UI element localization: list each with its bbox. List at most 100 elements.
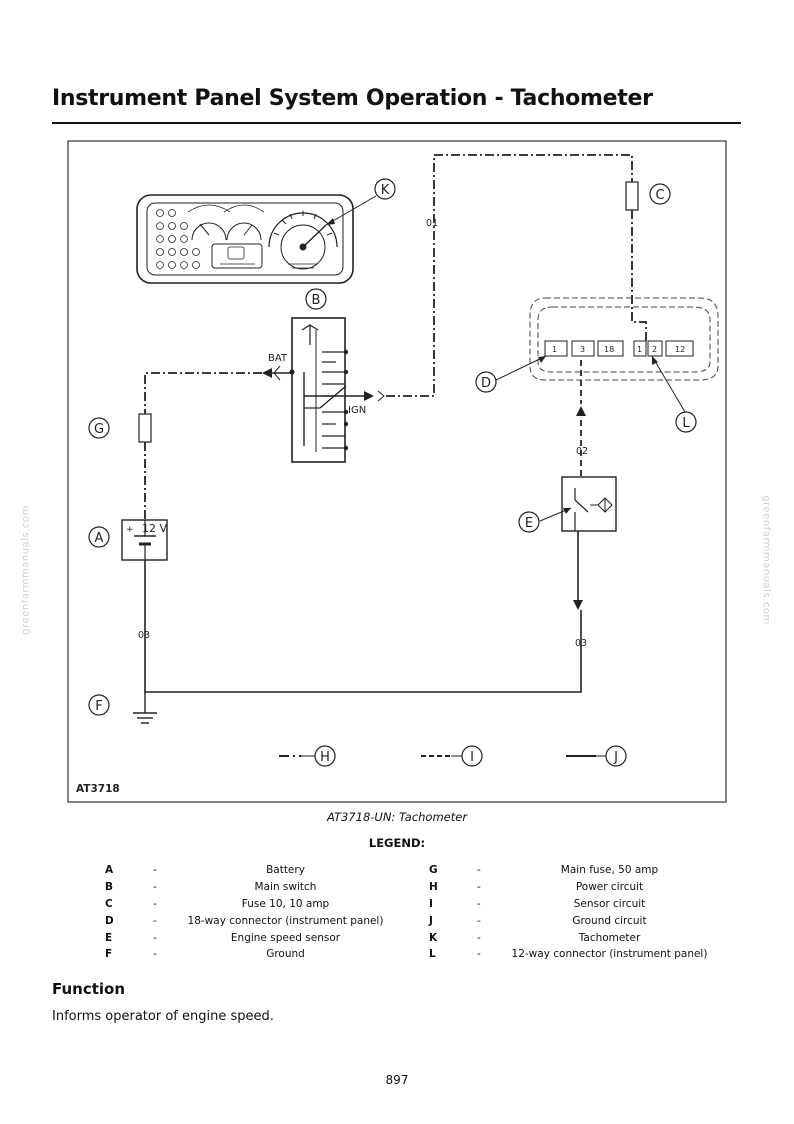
callout-a: A [88, 526, 110, 548]
tachometer-dial-icon [268, 211, 338, 270]
callout-c-label: C [655, 188, 664, 203]
page-number: 897 [385, 1073, 409, 1087]
legend-row: D - 18-way connector (instrument panel) [105, 912, 388, 929]
figure-caption: AT3718-UN: Tachometer [326, 810, 468, 824]
function-text: Informs operator of engine speed. [52, 1009, 274, 1024]
legend-dash: - [153, 931, 157, 944]
legend-desc: Ground circuit [572, 914, 647, 927]
callout-c: C [649, 183, 671, 205]
callout-l: L [675, 411, 697, 433]
connector-l-pin-12: 12 [675, 345, 685, 354]
line-key-j: J [566, 745, 627, 767]
legend-row: E - Engine speed sensor [105, 929, 388, 946]
legend-dash: - [153, 897, 157, 910]
wire-label-03-right: 03 [575, 638, 587, 649]
diagram-reference: AT3718 [76, 783, 120, 795]
legend-row: B-Main switch [105, 879, 388, 896]
legend-dash: - [153, 914, 157, 927]
ign-label: IGN [348, 405, 366, 416]
legend-key: C [105, 897, 113, 910]
fuse-g [138, 413, 152, 443]
callout-g-label: G [94, 422, 104, 437]
legend-dash: - [153, 864, 157, 877]
callout-k-label: K [381, 183, 390, 198]
callout-e-label: E [525, 516, 533, 531]
legend-row: F-Ground [105, 946, 388, 963]
legend-dash: - [477, 948, 481, 961]
wire-03-ground [144, 560, 582, 693]
wire-label-03-left: 03 [138, 630, 150, 641]
instrument-panel-illustration [136, 194, 354, 284]
battery-voltage-label: 12 V [142, 522, 167, 535]
fuse-c [625, 181, 639, 211]
callout-l-label: L [682, 416, 690, 431]
callout-e: E [518, 511, 540, 533]
callout-f: F [88, 694, 110, 716]
legend-row: I-Sensor circuit [429, 896, 712, 913]
legend-heading: LEGEND: [368, 836, 426, 850]
legend-desc: Fuse 10, 10 amp [241, 897, 330, 910]
center-display-icon [211, 243, 263, 269]
legend-dash: - [477, 914, 481, 927]
small-gauges-icon [187, 204, 265, 241]
engine-speed-sensor [561, 476, 617, 532]
svg-text:+: + [126, 525, 134, 535]
connector-l [633, 340, 694, 357]
callout-d: D [475, 371, 497, 393]
connector-d [544, 340, 624, 357]
legend-desc: Battery [266, 864, 305, 877]
legend-desc: Engine speed sensor [230, 931, 341, 944]
legend-desc: Main switch [254, 881, 317, 894]
legend-key: F [105, 948, 113, 961]
legend-left-column: A-Battery B-Main switch C-Fuse 10, 10 am… [105, 862, 388, 963]
legend-key: J [429, 914, 433, 927]
legend-desc: 12-way connector (instrument panel) [511, 948, 708, 961]
legend-row: J - Ground circuit [429, 912, 712, 929]
callout-a-label: A [95, 531, 104, 546]
legend-dash: - [477, 931, 481, 944]
legend-key: E [105, 931, 113, 944]
wire-battery-feed [144, 372, 262, 414]
bat-label: BAT [268, 353, 288, 364]
legend-dash: - [477, 897, 481, 910]
legend-row: A - Battery [105, 862, 388, 879]
title-rule [52, 122, 741, 124]
legend-key: G [429, 864, 438, 877]
legend-key: D [105, 914, 114, 927]
callout-d-label: D [481, 376, 491, 391]
callout-h-label: H [320, 750, 330, 765]
line-key-i: I [421, 745, 483, 767]
legend-row: C - Fuse 10, 10 amp [105, 896, 388, 913]
legend-dash: - [477, 864, 481, 877]
legend-row: G - Main fuse, 50 amp [429, 862, 712, 879]
legend-key: B [105, 881, 114, 894]
ground-symbol [133, 712, 157, 724]
main-switch-terminal-dots [343, 349, 349, 451]
legend-key: A [105, 864, 114, 877]
callout-j-label: J [613, 750, 618, 765]
instrument-cluster-outline [529, 297, 719, 381]
legend-desc: 18-way connector (instrument panel) [187, 914, 384, 927]
legend-row: H - Power circuit [429, 879, 712, 896]
connector-l-pin-1: 1 [637, 345, 642, 354]
connector-d-pin-18: 18 [604, 345, 614, 354]
main-switch [289, 317, 347, 463]
callout-b-label: B [312, 293, 321, 308]
wire-label-01: 01 [426, 218, 438, 229]
legend-key: K [429, 931, 438, 944]
page-title: Instrument Panel System Operation - Tach… [52, 86, 653, 111]
legend-row: K-Tachometer [429, 929, 712, 946]
legend-right-column: G-Main fuse, 50 amp H-Power circuit I-Se… [429, 862, 712, 963]
connector-d-pin-1: 1 [552, 345, 557, 354]
legend-desc: Main fuse, 50 amp [560, 864, 659, 877]
wire-label-02: 02 [576, 446, 588, 457]
line-key-h: H [279, 745, 336, 767]
legend-key: H [429, 881, 438, 894]
connector-d-pin-3: 3 [580, 345, 585, 354]
legend-dash: - [477, 881, 481, 894]
legend-desc: Sensor circuit [573, 897, 646, 910]
callout-i-label: I [470, 750, 474, 765]
callout-f-label: F [95, 699, 102, 714]
legend-desc: Power circuit [575, 881, 644, 894]
